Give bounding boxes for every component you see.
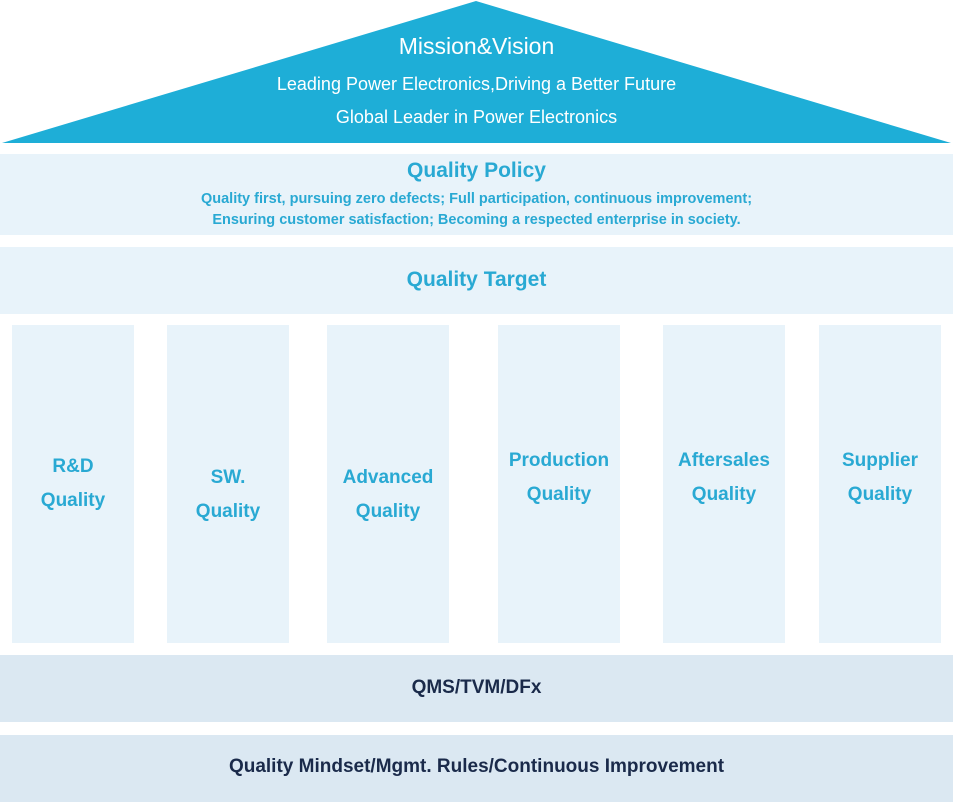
pillar-label-line-1: Aftersales bbox=[678, 450, 770, 471]
quality-policy-band: Quality Policy Quality first, pursuing z… bbox=[0, 154, 953, 235]
quality-target-band: Quality Target bbox=[0, 247, 953, 314]
pillar-aftersales-quality: Aftersales Quality bbox=[663, 325, 785, 643]
pillar-production-quality: Production Quality bbox=[498, 325, 620, 643]
quality-target-title: Quality Target bbox=[406, 268, 547, 291]
quality-policy-title: Quality Policy bbox=[407, 159, 546, 182]
roof-shape bbox=[2, 1, 951, 143]
mindset-foundation-label: Quality Mindset/Mgmt. Rules/Continuous I… bbox=[228, 756, 725, 777]
pillar-label-line-1: Advanced bbox=[342, 467, 434, 488]
systems-foundation-band: QMS/TVM/DFx bbox=[0, 655, 953, 722]
systems-foundation-label: QMS/TVM/DFx bbox=[411, 677, 542, 698]
pillar-label-line-2: Quality bbox=[355, 501, 421, 522]
pillar-supplier-quality: Supplier Quality bbox=[819, 325, 941, 643]
mission-statement: Leading Power Electronics,Driving a Bett… bbox=[276, 74, 677, 94]
mission-vision-title: Mission&Vision bbox=[398, 33, 555, 59]
quality-policy-line-2: Ensuring customer satisfaction; Becoming… bbox=[212, 212, 741, 228]
roof-triangle bbox=[2, 1, 951, 143]
pillar-label-line-1: R&D bbox=[52, 456, 94, 477]
vision-statement: Global Leader in Power Electronics bbox=[335, 107, 618, 127]
pillar-sw-quality: SW. Quality bbox=[167, 325, 289, 643]
pillar-label-line-2: Quality bbox=[526, 484, 592, 505]
pillar-advanced-quality: Advanced Quality bbox=[327, 325, 449, 643]
pillar-label-line-1: SW. bbox=[210, 467, 246, 488]
pillar-label-line-1: Supplier bbox=[841, 450, 918, 471]
pillar-rd-quality: R&D Quality bbox=[12, 325, 134, 643]
pillar-label-line-2: Quality bbox=[195, 501, 261, 522]
mindset-foundation-band: Quality Mindset/Mgmt. Rules/Continuous I… bbox=[0, 735, 953, 802]
pillar-label-line-2: Quality bbox=[40, 490, 106, 511]
pillar-label-line-2: Quality bbox=[847, 484, 913, 505]
quality-policy-line-1: Quality first, pursuing zero defects; Fu… bbox=[200, 191, 753, 207]
pillar-label-line-1: Production bbox=[508, 450, 610, 471]
pillar-label-line-2: Quality bbox=[691, 484, 757, 505]
